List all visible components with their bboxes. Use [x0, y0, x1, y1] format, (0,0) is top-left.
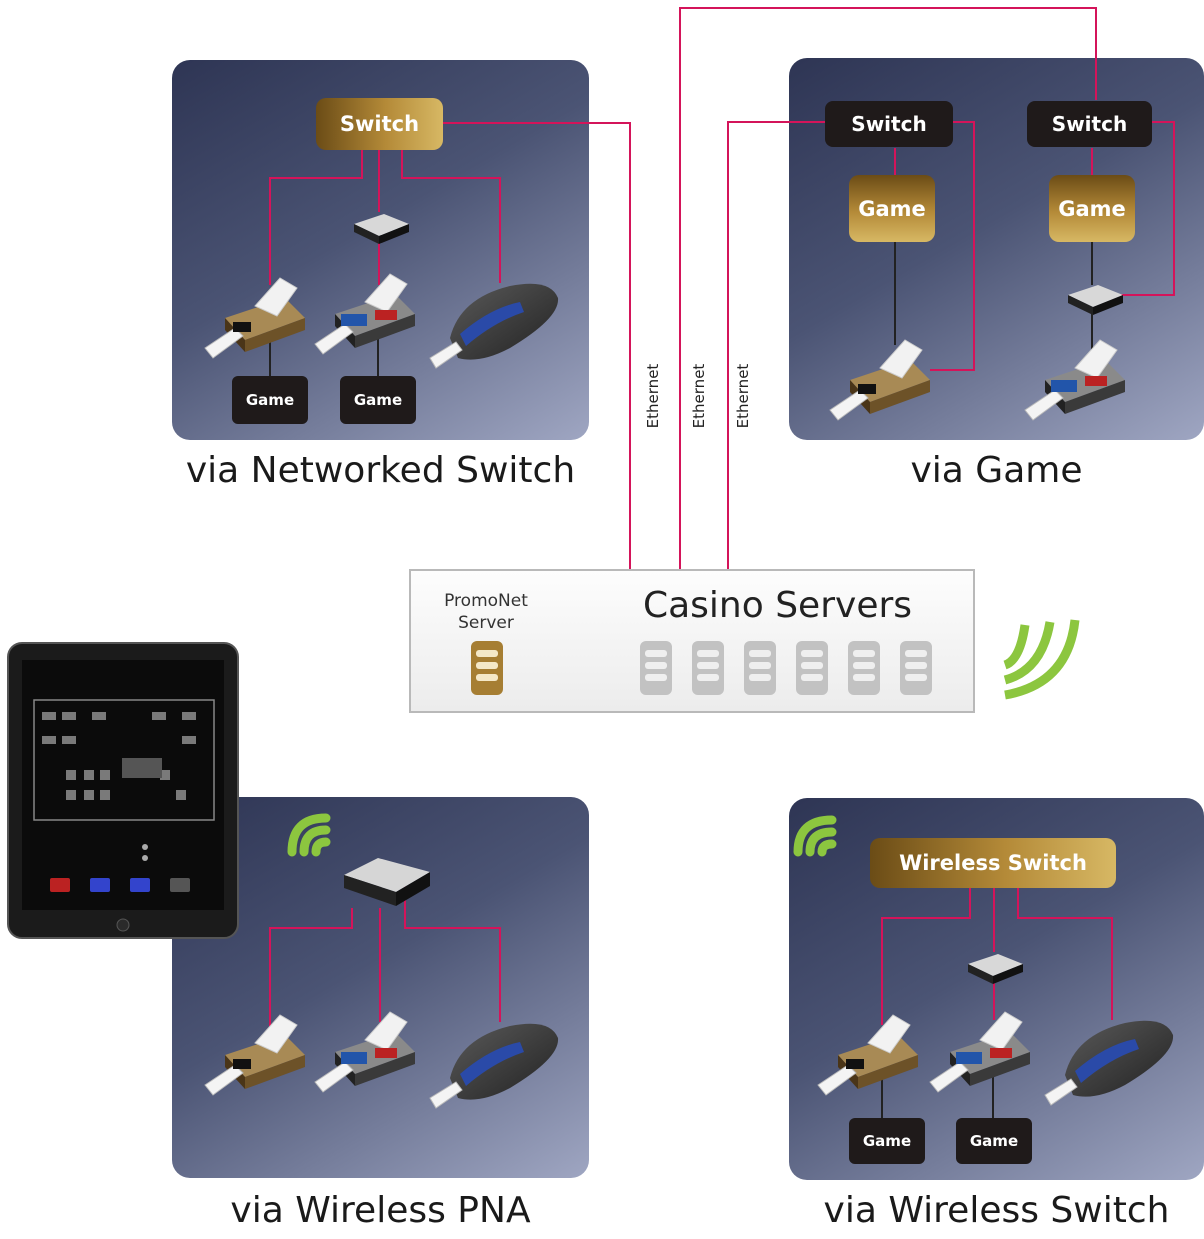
- game-box: Game: [849, 175, 935, 242]
- wireless-icon-panel4: [793, 815, 837, 857]
- ethernet-label: Ethernet: [690, 363, 708, 429]
- promonet-label-line2: Server: [458, 613, 514, 633]
- tablet-device: [7, 642, 239, 939]
- wireless-switch-box: Wireless Switch: [870, 838, 1116, 888]
- networked-switch-box: Switch: [316, 98, 443, 150]
- pna-device: [344, 858, 430, 906]
- game-panel-switch-box: Switch: [1027, 101, 1152, 147]
- ethernet-label: Ethernet: [734, 363, 752, 429]
- game-box: Game: [232, 376, 308, 424]
- game-box: Game: [956, 1118, 1032, 1164]
- wireless-icon-server: [1003, 619, 1080, 700]
- game-box: Game: [1049, 175, 1135, 242]
- ethernet-label: Ethernet: [644, 363, 662, 429]
- promonet-server-label: PromoNet Server: [425, 590, 547, 634]
- wireless-icon-panel3: [287, 813, 331, 857]
- caption-game: via Game: [910, 450, 1083, 491]
- caption-networked-switch: via Networked Switch: [185, 450, 576, 491]
- game-box: Game: [340, 376, 416, 424]
- game-box: Game: [849, 1118, 925, 1164]
- caption-wireless-switch: via Wireless Switch: [823, 1190, 1170, 1231]
- promonet-label-line1: PromoNet: [444, 591, 528, 611]
- casino-servers-title: Casino Servers: [642, 585, 913, 626]
- game-panel-switch-box: Switch: [825, 101, 953, 147]
- caption-wireless-pna: via Wireless PNA: [230, 1190, 531, 1231]
